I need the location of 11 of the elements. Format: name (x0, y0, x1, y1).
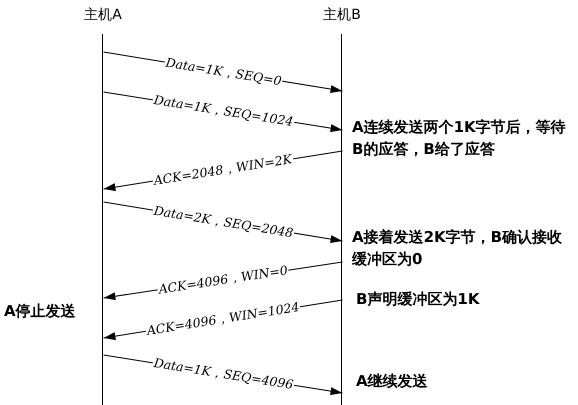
annotation-text: B声明缓冲区为1K (356, 289, 481, 310)
annotation-text: A停止发送 (4, 301, 77, 322)
edge-label: ACK=4096，WIN=1024 (144, 300, 302, 338)
host-label: 主机B (322, 6, 362, 24)
annotation-text: A接着发送2K字节，B确认接收缓冲区为0 (352, 227, 564, 270)
edge-label: Data=2K，SEQ=2048 (151, 203, 295, 240)
host-label: 主机A (83, 6, 123, 24)
annotation-text: A连续发送两个1K字节后，等待B的应答，B给了应答 (352, 117, 567, 160)
edge-label: Data=1K，SEQ=0 (163, 55, 283, 88)
annotation-text: A继续发送 (356, 371, 429, 392)
edge-label: ACK=4096，WIN=0 (156, 263, 290, 297)
